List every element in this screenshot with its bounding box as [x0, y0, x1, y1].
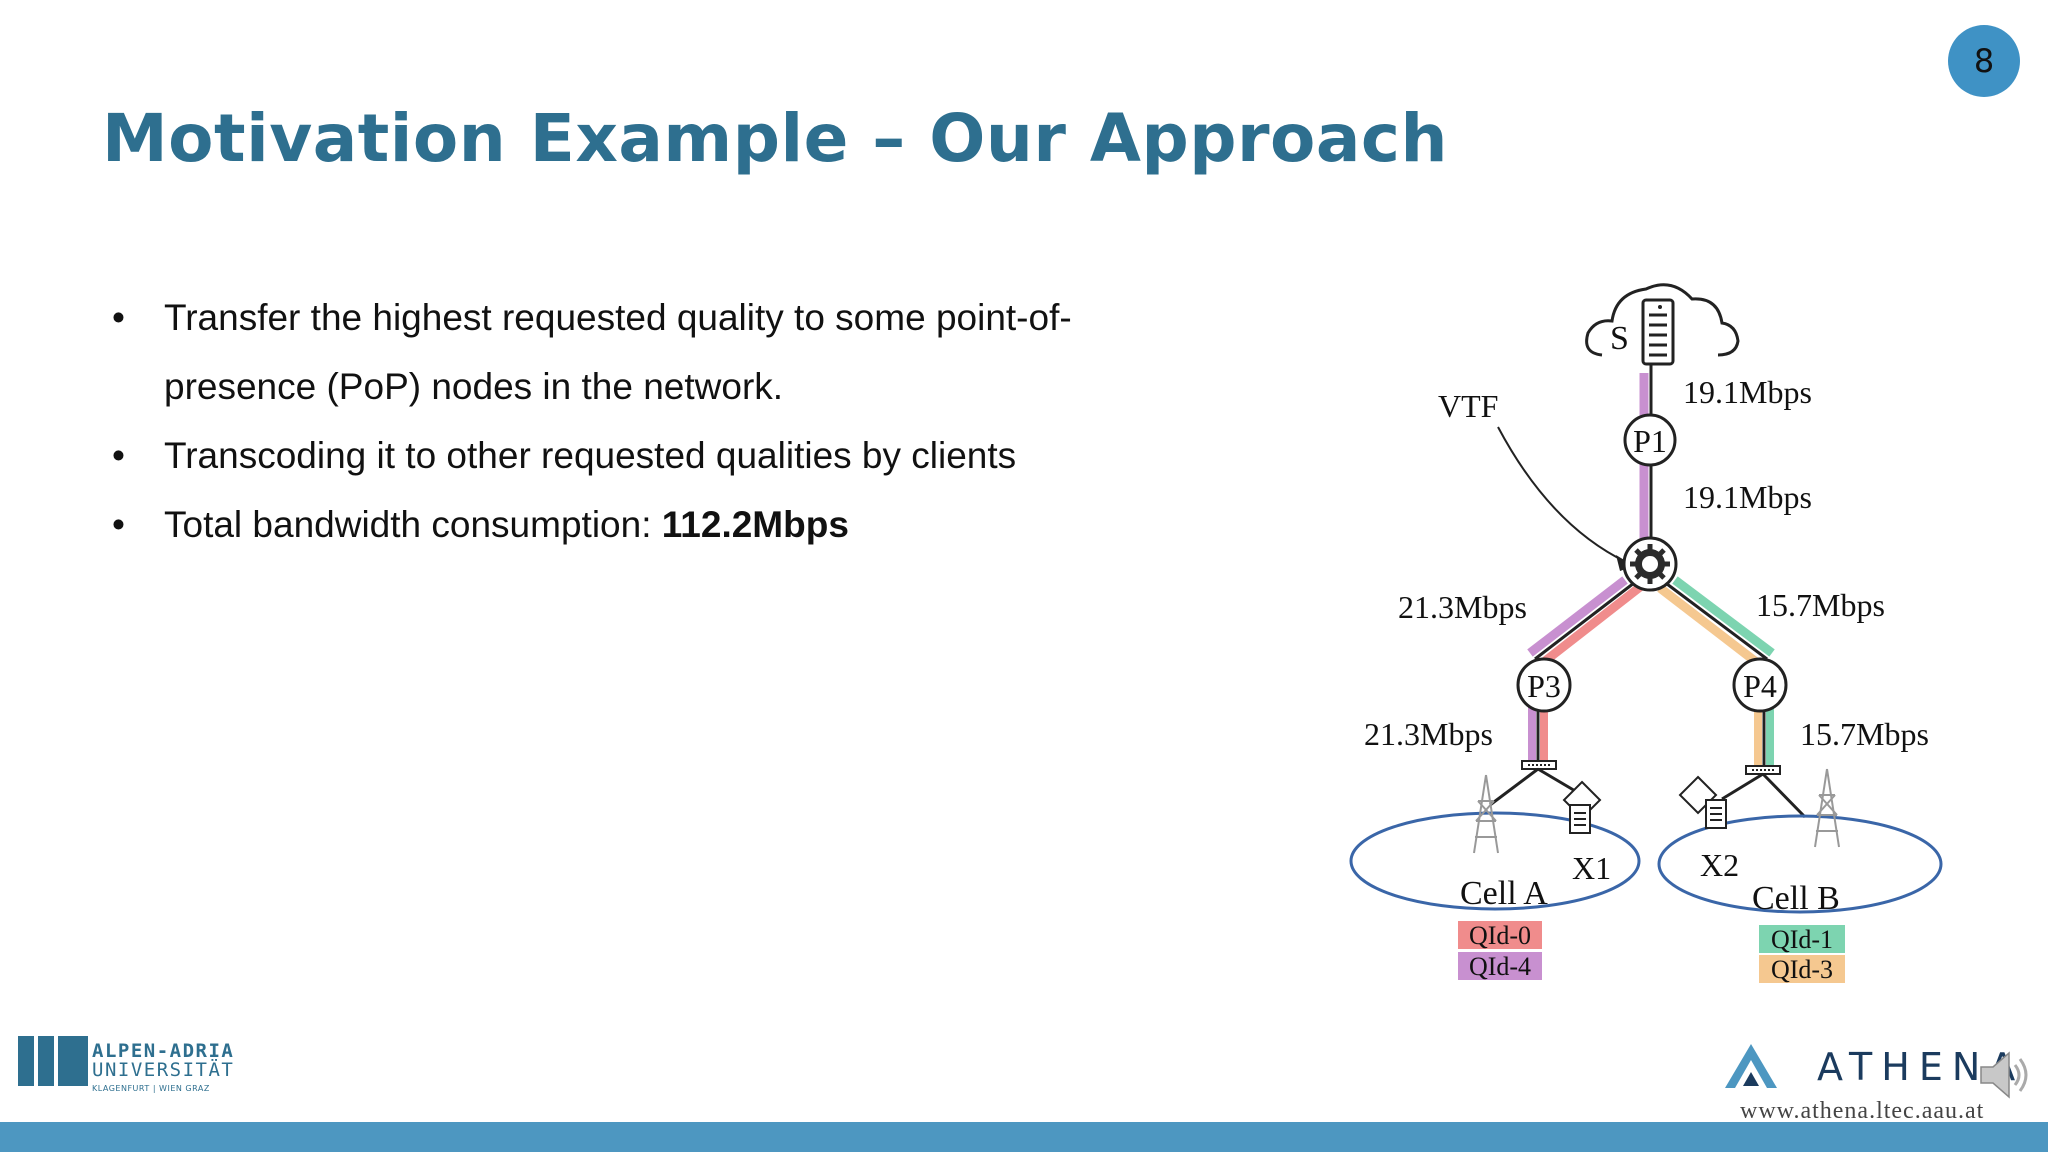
- cloud-server-icon: [1585, 283, 1740, 366]
- node-p1-label: P1: [1633, 423, 1667, 459]
- router-icon-a: [1521, 760, 1557, 770]
- bullet-item: • Transcoding it to other requested qual…: [112, 421, 1152, 490]
- link-label-p3-cell: 21.3Mbps: [1364, 716, 1493, 752]
- cell-label-a: Cell A: [1460, 875, 1548, 912]
- node-p1: P1: [1623, 413, 1677, 467]
- qid-label: QId-1: [1771, 925, 1833, 954]
- server-label: S: [1610, 320, 1629, 357]
- link-label-p4-cell: 15.7Mbps: [1800, 716, 1929, 752]
- slide-title: Motivation Example – Our Approach: [102, 100, 1449, 177]
- vtf-gear-icon: [1622, 536, 1678, 592]
- qid-label: QId-0: [1469, 921, 1531, 950]
- bullet-marker: •: [112, 435, 125, 476]
- university-logo: ALPEN-ADRIA UNIVERSITÄT KLAGENFURT | WIE…: [18, 1036, 234, 1093]
- router-icon-b: [1745, 765, 1781, 775]
- client-label-x2: X2: [1700, 847, 1739, 883]
- page-number: 8: [1948, 25, 2020, 97]
- node-p3-label: P3: [1527, 668, 1561, 704]
- bullet-marker: •: [112, 504, 125, 545]
- university-name-line-2: UNIVERSITÄT: [92, 1058, 234, 1081]
- link-label-s-p1: 19.1Mbps: [1683, 374, 1812, 410]
- node-p4-label: P4: [1743, 668, 1777, 704]
- footer-bar: [0, 1122, 2048, 1152]
- bullet-text: Transfer the highest requested quality t…: [164, 297, 1072, 407]
- university-name-line-1: ALPEN-ADRIA: [92, 1040, 234, 1062]
- cell-tower-icon-b: [1814, 768, 1840, 848]
- total-bandwidth-value: 112.2Mbps: [661, 504, 849, 545]
- network-diagram: S P1 19.1Mbps 19.1Mbps VTF 21.3Mbps 15.7…: [1349, 283, 1943, 984]
- qid-label: QId-3: [1771, 955, 1833, 984]
- speaker-icon[interactable]: [1975, 1045, 2035, 1105]
- qid-label: QId-4: [1469, 952, 1531, 981]
- bullet-item: • Total bandwidth consumption: 112.2Mbps: [112, 490, 1152, 559]
- vtf-label: VTF: [1438, 388, 1498, 424]
- bullet-marker: •: [112, 297, 125, 338]
- cell-b-area: [1657, 814, 1943, 914]
- link-label-vtf-p3: 21.3Mbps: [1398, 589, 1527, 625]
- node-p4: P4: [1732, 657, 1788, 713]
- bullet-text: Transcoding it to other requested qualit…: [164, 435, 1017, 476]
- client-device-icon-x1: [1562, 780, 1602, 834]
- cell-label-b: Cell B: [1752, 880, 1840, 917]
- athena-url: www.athena.ltec.aau.at: [1740, 1098, 1985, 1124]
- qid-badge: QId-4: [1458, 952, 1542, 981]
- cell-tower-icon-a: [1473, 774, 1499, 854]
- qid-badge: QId-0: [1458, 921, 1542, 950]
- bullet-item: • Transfer the highest requested quality…: [112, 283, 1152, 421]
- bullet-list: • Transfer the highest requested quality…: [112, 283, 1152, 559]
- node-p3: P3: [1516, 657, 1572, 713]
- qid-badge: QId-3: [1759, 955, 1845, 984]
- link-label-p1-vtf: 19.1Mbps: [1683, 479, 1812, 515]
- bullet-text: Total bandwidth consumption:: [164, 504, 662, 545]
- link-label-vtf-p4: 15.7Mbps: [1756, 587, 1885, 623]
- client-device-icon-x2: [1678, 775, 1727, 829]
- cell-a-area: [1349, 811, 1641, 911]
- qid-badge: QId-1: [1759, 925, 1845, 954]
- client-label-x1: X1: [1572, 850, 1611, 886]
- university-name-line-3: KLAGENFURT | WIEN GRAZ: [92, 1084, 210, 1093]
